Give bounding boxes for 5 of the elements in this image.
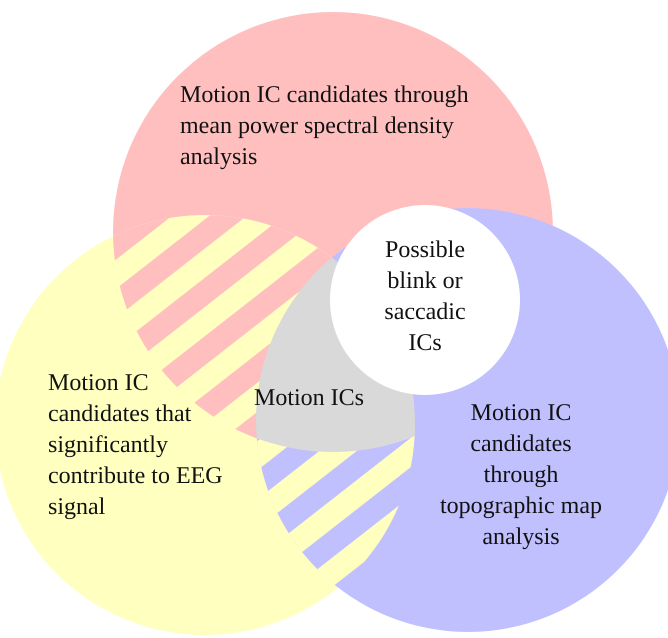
region-label: Motion ICs: [254, 384, 366, 413]
region-label: Motion IC candidates through topographic map analysis: [439, 399, 603, 552]
region-label: Motion IC candidates that significantly contribute to EEG signal: [48, 369, 224, 522]
region-label: Motion IC candidates through mean power spectral density analysis: [180, 81, 470, 172]
region-label: Possible blink or saccadic ICs: [383, 236, 467, 358]
